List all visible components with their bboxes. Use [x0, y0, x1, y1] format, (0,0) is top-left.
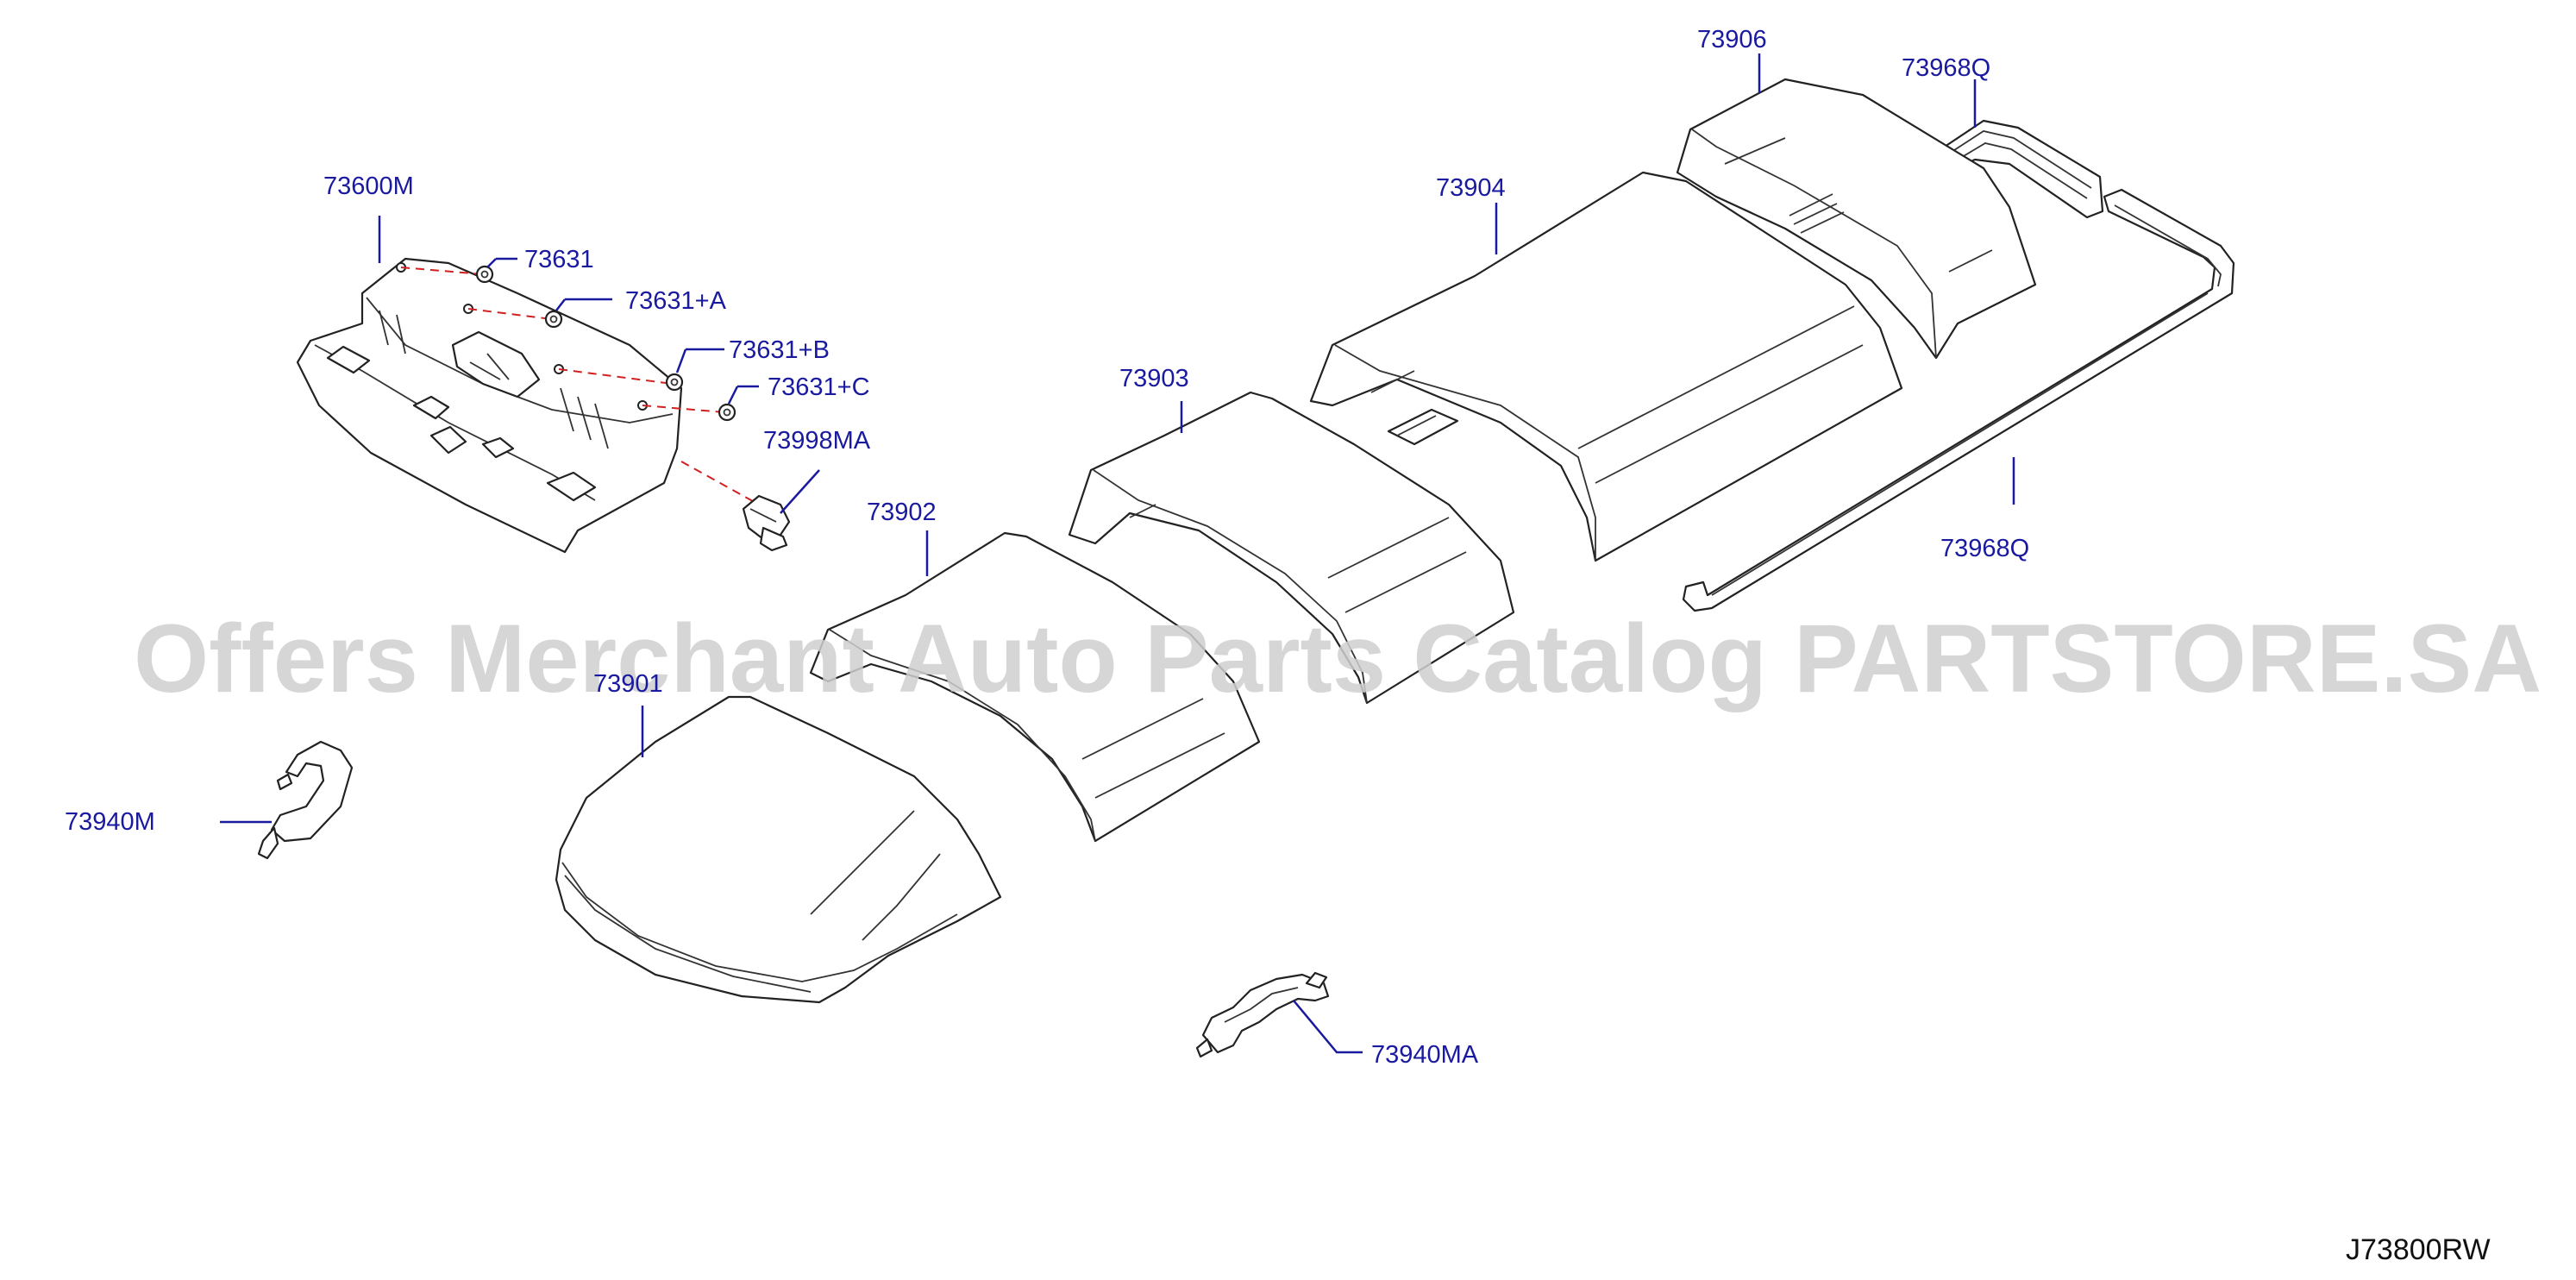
- watermark-text: Offers Merchant Auto Parts Catalog PARTS…: [134, 605, 2542, 712]
- leader-lines: [220, 53, 2015, 1054]
- roof-liner-73903-drawing: [1068, 391, 1515, 705]
- clip-73631-b-drawing: [665, 373, 684, 392]
- label-73631-c: 73631+C: [768, 373, 870, 401]
- roof-liner-73901-drawing: [555, 695, 1002, 1004]
- clip-73631-a-drawing: [544, 310, 563, 329]
- label-73968q-right: 73968Q: [1940, 535, 2029, 562]
- bracket-73940ma-drawing: [1195, 971, 1330, 1058]
- clip-73631-drawing: [475, 265, 494, 284]
- diagram-code: J73800RW: [2346, 1233, 2491, 1266]
- assist-grip-73940m-drawing: [257, 740, 354, 860]
- label-73903: 73903: [1119, 365, 1189, 392]
- label-73901: 73901: [593, 670, 663, 698]
- clip-73631-c-drawing: [718, 403, 736, 422]
- roof-liner-73904-drawing: [1309, 171, 1903, 562]
- roof-liner-73902-drawing: [809, 531, 1261, 843]
- label-73904: 73904: [1436, 174, 1506, 202]
- label-73968q-top: 73968Q: [1902, 54, 1990, 82]
- label-73902: 73902: [867, 499, 937, 526]
- roof-liner-73906-drawing: [1676, 78, 2037, 360]
- label-73940ma: 73940MA: [1371, 1041, 1479, 1069]
- front-header-panel-drawing: [296, 257, 760, 554]
- label-73998ma: 73998MA: [763, 427, 871, 455]
- roof-rail-seal-drawing: [1682, 119, 2235, 612]
- clip-73998ma-drawing: [742, 494, 791, 552]
- label-73631: 73631: [524, 246, 594, 273]
- label-73906: 73906: [1697, 26, 1767, 53]
- label-73600m: 73600M: [323, 173, 414, 200]
- label-73631-a: 73631+A: [625, 287, 727, 315]
- label-73940m: 73940M: [65, 808, 155, 836]
- label-73631-b: 73631+B: [729, 336, 830, 364]
